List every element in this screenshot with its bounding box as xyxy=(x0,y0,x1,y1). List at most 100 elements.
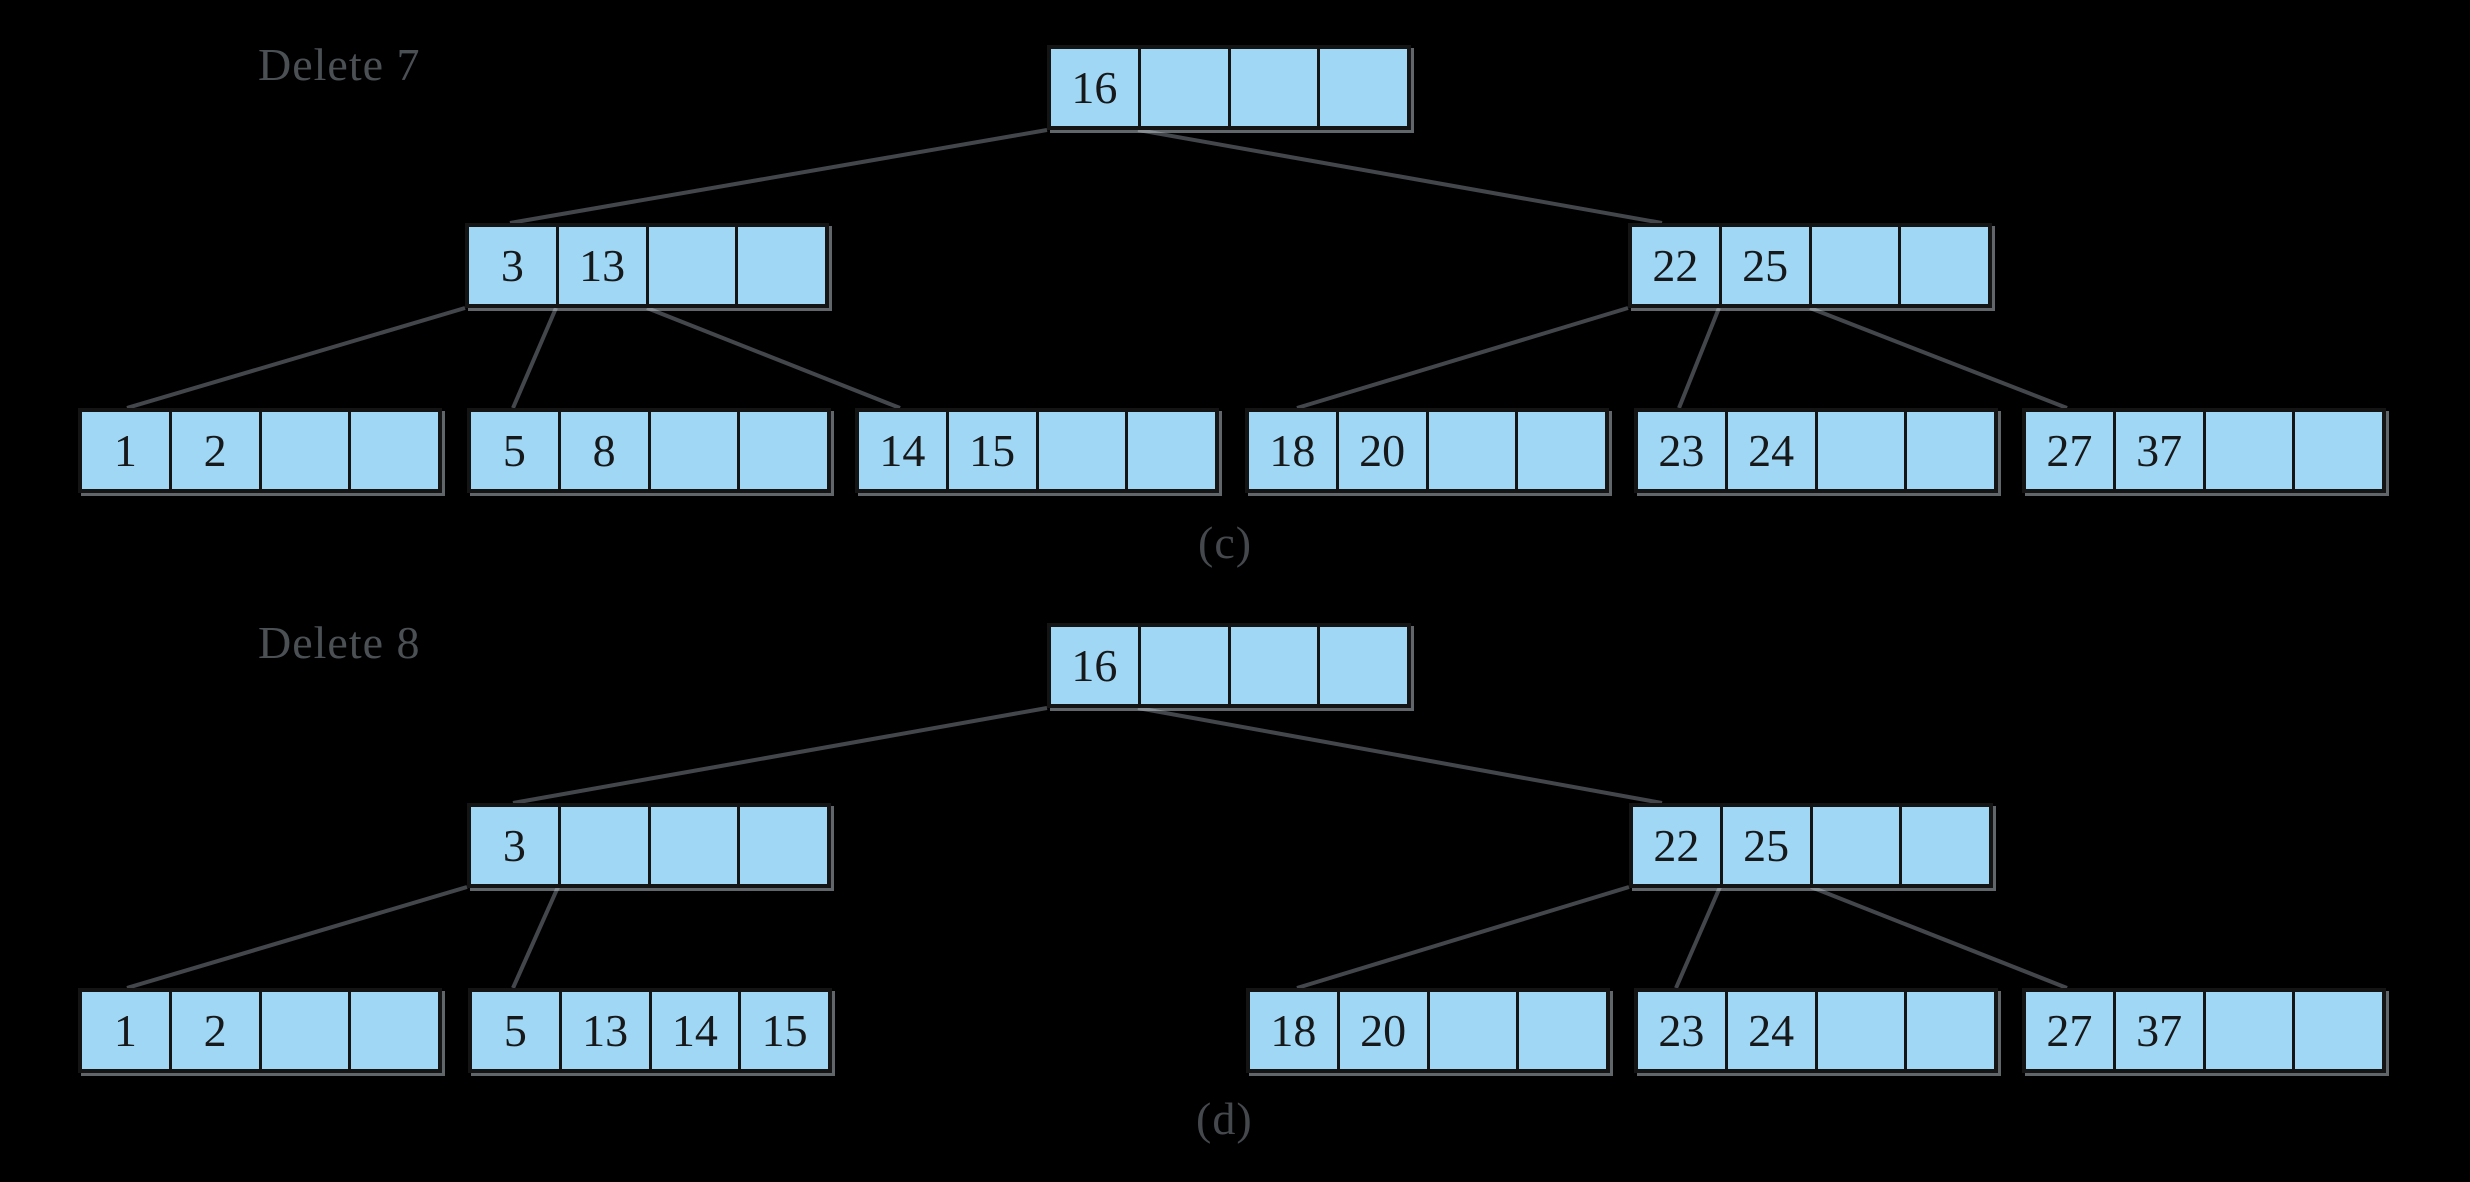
node-cell-empty xyxy=(737,807,827,884)
node-cell-empty xyxy=(1425,412,1516,489)
node-cell-empty xyxy=(258,412,349,489)
node-cell-key: 24 xyxy=(1724,992,1815,1069)
node-cell-empty xyxy=(1317,49,1407,126)
node-cell-key: 1 xyxy=(82,992,169,1069)
node-cell-key: 22 xyxy=(1633,807,1720,884)
node-cell-key: 20 xyxy=(1335,412,1426,489)
node-cell-key: 37 xyxy=(2112,412,2203,489)
node-cell-key: 2 xyxy=(168,412,259,489)
node-cell-empty xyxy=(2292,412,2382,489)
node-cell-empty xyxy=(1227,627,1318,704)
node-cell-empty xyxy=(645,227,736,304)
tree-edge xyxy=(646,306,901,410)
tree-edge xyxy=(511,307,558,409)
node-cell-empty xyxy=(1516,992,1606,1069)
node-cell-key: 27 xyxy=(2026,992,2113,1069)
node-cell-key: 27 xyxy=(2026,412,2113,489)
node-cell-key: 14 xyxy=(859,412,946,489)
tree-edge xyxy=(126,885,468,990)
tree-edge xyxy=(126,306,466,410)
btree-node-c-root: 16 xyxy=(1047,45,1411,130)
node-cell-key: 20 xyxy=(1336,992,1427,1069)
tree-edge xyxy=(1137,128,1663,225)
tree-edge xyxy=(1296,306,1629,410)
node-cell-empty xyxy=(1904,992,1994,1069)
node-cell-key: 24 xyxy=(1724,412,1815,489)
node-cell-empty xyxy=(1904,412,1994,489)
node-cell-empty xyxy=(737,412,827,489)
operation-label-delete-7: Delete 7 xyxy=(258,39,421,90)
node-cell-key: 3 xyxy=(469,227,556,304)
node-cell-key: 18 xyxy=(1250,992,1337,1069)
node-cell-key: 8 xyxy=(557,412,648,489)
node-cell-empty xyxy=(1808,227,1899,304)
tree-edge xyxy=(1137,706,1663,805)
node-cell-empty xyxy=(647,807,738,884)
node-cell-key: 18 xyxy=(1249,412,1336,489)
node-cell-empty xyxy=(1899,807,1989,884)
node-cell-key: 23 xyxy=(1638,992,1725,1069)
tree-edge xyxy=(1296,885,1630,990)
operation-label-delete-8: Delete 8 xyxy=(258,617,421,668)
node-cell-empty xyxy=(1898,227,1988,304)
node-cell-empty xyxy=(1814,992,1905,1069)
node-cell-empty xyxy=(1515,412,1605,489)
node-cell-key: 25 xyxy=(1718,227,1809,304)
tree-edge xyxy=(509,128,1048,225)
node-cell-key: 16 xyxy=(1051,49,1138,126)
node-cell-key: 5 xyxy=(472,992,559,1069)
node-cell-key: 5 xyxy=(471,412,558,489)
node-cell-empty xyxy=(1814,412,1905,489)
tree-edge xyxy=(1677,307,1721,409)
tree-edge xyxy=(1674,886,1722,989)
tree-edge xyxy=(1810,885,2068,990)
node-cell-key: 15 xyxy=(738,992,828,1069)
tree-edge xyxy=(1809,306,2068,410)
node-cell-key: 13 xyxy=(558,992,649,1069)
node-cell-key: 16 xyxy=(1051,627,1138,704)
node-cell-key: 3 xyxy=(471,807,558,884)
node-cell-empty xyxy=(647,412,738,489)
node-cell-key: 2 xyxy=(168,992,259,1069)
node-cell-empty xyxy=(2202,412,2293,489)
node-cell-key: 23 xyxy=(1638,412,1725,489)
node-cell-empty xyxy=(1426,992,1517,1069)
node-cell-key: 14 xyxy=(648,992,739,1069)
node-cell-empty xyxy=(1317,627,1407,704)
node-cell-key: 25 xyxy=(1719,807,1810,884)
node-cell-empty xyxy=(348,992,438,1069)
subfigure-caption-d: (d) xyxy=(1196,1093,1253,1144)
subfigure-caption-c: (c) xyxy=(1198,517,1253,568)
node-cell-empty xyxy=(1137,49,1228,126)
node-cell-key: 37 xyxy=(2112,992,2203,1069)
node-cell-empty xyxy=(1137,627,1228,704)
node-cell-empty xyxy=(1035,412,1126,489)
node-cell-empty xyxy=(258,992,349,1069)
node-cell-key: 22 xyxy=(1632,227,1719,304)
btree-node-d-root: 16 xyxy=(1047,623,1411,708)
node-cell-empty xyxy=(1125,412,1215,489)
node-cell-key: 1 xyxy=(82,412,169,489)
node-cell-empty xyxy=(735,227,825,304)
node-cell-empty xyxy=(1227,49,1318,126)
node-cell-empty xyxy=(2202,992,2293,1069)
node-cell-key: 13 xyxy=(555,227,646,304)
btree-node-d-int-l: 3 xyxy=(467,803,831,888)
node-cell-empty xyxy=(2292,992,2382,1069)
